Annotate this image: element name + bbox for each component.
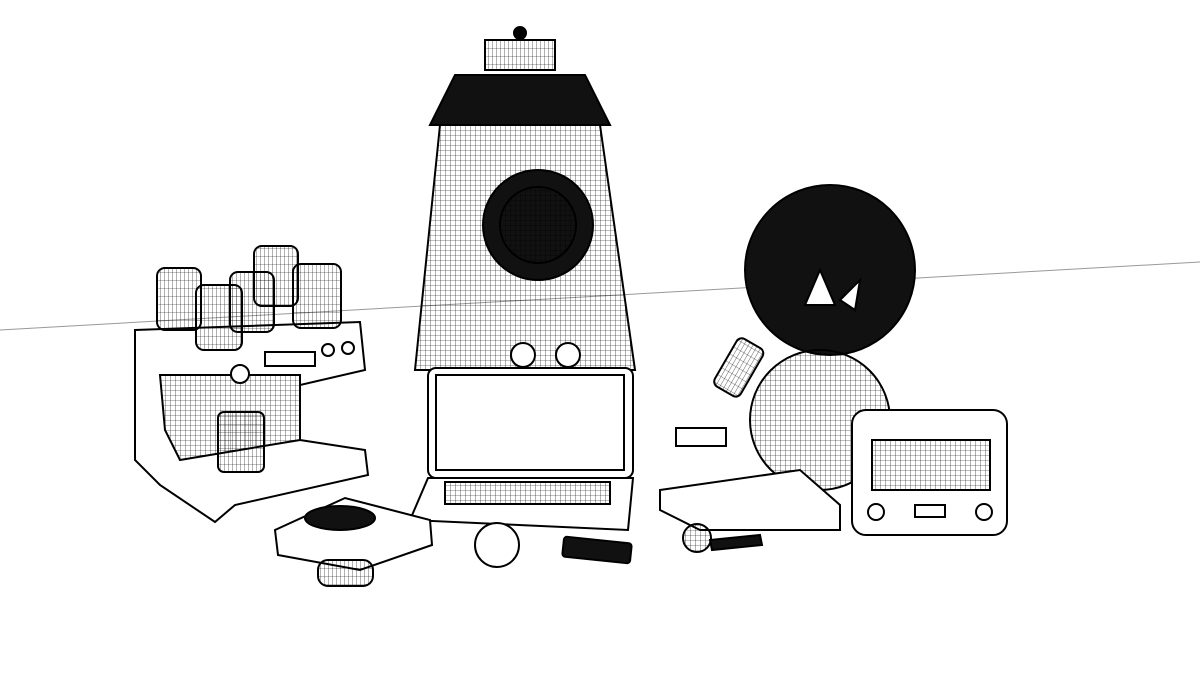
laptop	[408, 367, 635, 532]
radio	[851, 409, 1008, 536]
coffee-machine	[134, 245, 370, 524]
desk-items	[273, 496, 764, 587]
speaker-tower	[413, 26, 637, 371]
